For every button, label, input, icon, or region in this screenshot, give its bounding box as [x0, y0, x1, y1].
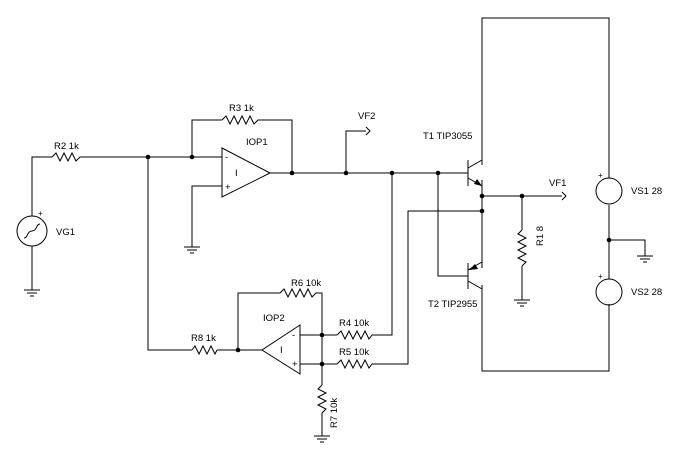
r8-label: R8 1k — [191, 333, 216, 344]
vs2-plus: + — [598, 272, 603, 281]
wires — [31, 17, 646, 436]
vs1-plus: + — [598, 171, 603, 180]
resistor-r4: R4 10k — [336, 318, 373, 341]
iop1-noninv: + — [225, 182, 231, 193]
transistor-t2: T2 TIP2955 — [428, 261, 483, 310]
iop2-noninv: + — [292, 359, 298, 370]
t1-label: T1 TIP3055 — [423, 131, 472, 142]
r7-label: R7 10k — [329, 398, 340, 428]
iop2-inv: - — [292, 330, 295, 341]
iop2-label: IOP2 — [263, 313, 285, 324]
r6-label: R6 10k — [291, 278, 321, 289]
resistor-r2: R2 1k — [51, 141, 82, 163]
transistor-t1: T1 TIP3055 — [423, 131, 483, 187]
r5-label: R5 10k — [339, 347, 369, 358]
ground-vg1 — [24, 289, 40, 297]
vs1-label: VS1 28 — [631, 186, 662, 197]
resistor-r7: R7 10k — [316, 384, 340, 428]
vg1-label: VG1 — [56, 227, 75, 238]
opamp-iop2: - + I IOP2 — [261, 313, 301, 375]
vf1-label: VF1 — [549, 178, 566, 189]
iop1-inv: - — [225, 152, 228, 163]
resistor-r1: R1 8 — [516, 226, 546, 267]
ground-supply — [637, 255, 653, 263]
vg1-plus: + — [38, 209, 43, 218]
resistor-r5: R5 10k — [336, 347, 373, 370]
probe-vf1: VF1 — [549, 178, 567, 201]
ground-r1 — [514, 299, 530, 307]
iop1-label: IOP1 — [246, 137, 268, 148]
vg1-source: + VG1 — [16, 209, 75, 247]
junction-dots — [145, 154, 612, 367]
probe-vf2: VF2 — [358, 111, 375, 136]
source-vs2: + VS2 28 — [595, 272, 662, 306]
opamp-iop1: - + I IOP1 — [221, 137, 272, 198]
resistor-r6: R6 10k — [279, 278, 321, 299]
t2-label: T2 TIP2955 — [428, 299, 477, 310]
source-vs1: + VS1 28 — [595, 171, 662, 205]
r4-label: R4 10k — [339, 318, 369, 329]
iop2-body: I — [280, 345, 283, 356]
iop1-body: I — [235, 168, 238, 179]
vs2-label: VS2 28 — [631, 287, 662, 298]
r2-label: R2 1k — [54, 141, 79, 152]
r1-label: R1 8 — [535, 226, 546, 246]
resistor-r3: R3 1k — [221, 103, 262, 126]
resistor-r8: R8 1k — [191, 333, 218, 356]
ground-r7 — [314, 435, 330, 443]
r3-label: R3 1k — [229, 103, 254, 114]
vf2-label: VF2 — [358, 111, 375, 122]
ground-iop1 — [184, 246, 200, 254]
